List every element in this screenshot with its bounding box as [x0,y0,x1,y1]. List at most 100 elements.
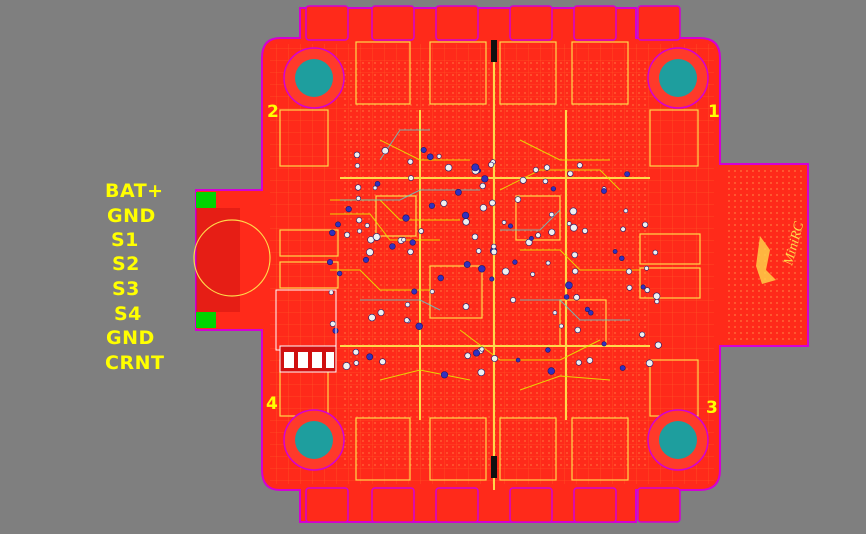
via [545,347,551,353]
via [639,331,646,338]
via [510,297,516,303]
via [415,322,423,330]
right-tab-logo: MiniRC [724,170,808,340]
via [411,288,418,295]
via [586,357,593,364]
via [357,228,362,234]
via [491,355,498,362]
via [507,223,513,229]
via [353,360,359,366]
via [326,259,333,266]
via [336,270,343,277]
via [576,162,583,169]
via [402,214,410,222]
via [471,233,479,241]
via [575,359,582,366]
via [420,147,427,154]
via [436,153,442,159]
via [563,294,570,300]
via [588,310,594,316]
mounting-holes [283,47,709,471]
via [462,218,470,226]
via [372,233,381,241]
via [543,164,551,171]
via [409,239,416,246]
via [525,238,533,246]
corner-number-4: 4 [266,394,278,414]
via-array [326,147,662,379]
via [582,227,588,234]
via [328,289,334,295]
via [440,199,448,207]
via [644,265,649,271]
via [584,306,591,313]
via [542,178,549,185]
pin-label-gnd: GND [107,205,156,227]
via [355,184,362,191]
via [429,289,435,294]
via [401,237,407,243]
via [619,255,625,261]
via [569,207,578,216]
via [368,313,376,322]
via [550,186,557,192]
via [566,221,572,226]
via [547,367,555,375]
via [478,265,486,273]
pin-label-crnt: CRNT [105,352,165,374]
via [653,292,661,300]
via [642,221,649,228]
via [472,349,480,357]
pin-label-s1: S1 [111,229,139,251]
via [549,212,555,218]
via [437,274,444,282]
via [620,226,626,232]
center-slot [491,40,497,478]
via [501,267,510,276]
via [477,368,485,377]
via [353,151,361,159]
via [462,211,470,219]
via [573,294,580,301]
via [481,175,489,183]
via [379,358,386,366]
via [623,208,629,214]
via [558,323,564,329]
via [408,175,414,181]
via [652,249,658,256]
via [479,204,488,212]
via [364,223,370,229]
via [372,185,378,191]
via [625,268,632,275]
via [519,176,527,184]
via [654,341,662,349]
via [489,199,496,207]
via [574,326,581,334]
via [569,223,578,232]
via [626,284,633,291]
via [463,261,471,268]
via [565,281,573,290]
via [567,170,574,177]
via [354,163,361,169]
via [529,235,534,241]
via [491,243,497,250]
pin-label-s3: S3 [112,278,140,300]
via [619,365,626,371]
component-outlines [279,41,701,481]
via [488,161,494,168]
via [374,181,381,187]
motor-tabs [305,5,681,523]
via [335,221,341,228]
via [515,357,521,363]
via [644,287,651,293]
via [407,248,414,255]
via [514,196,522,203]
via [462,303,470,310]
via [471,163,480,172]
via [535,232,541,238]
via [418,228,424,234]
via [362,256,369,263]
via [654,298,660,304]
